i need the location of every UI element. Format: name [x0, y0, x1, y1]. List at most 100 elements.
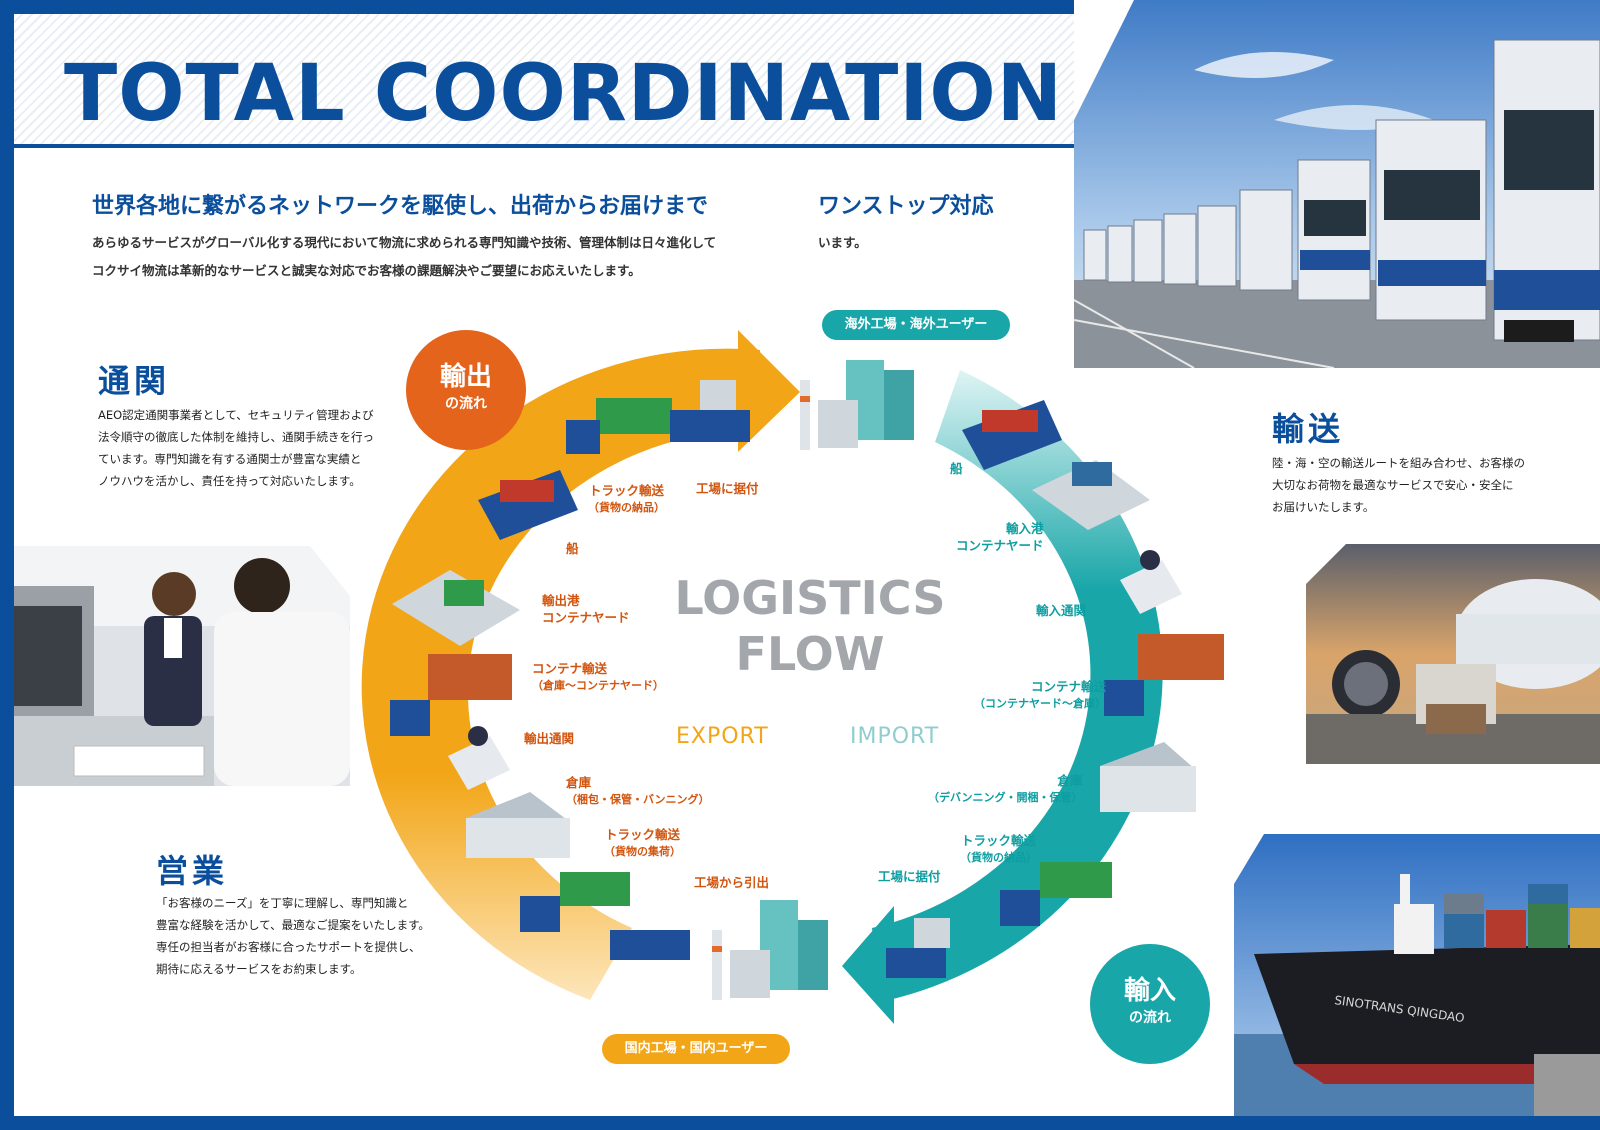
step-label: 輸出通関	[524, 731, 575, 746]
logistics-flow-title: LOGISTICS FLOW	[650, 570, 970, 682]
step-sub: （貨物の集荷）	[604, 845, 681, 858]
transport-line: 大切なお荷物を最適なサービスで安心・安全に	[1272, 478, 1514, 492]
import-step: 輸入港 コンテナヤード	[956, 520, 1044, 554]
headline-left: 世界各地に繋がるネットワークを駆使し、出荷からお届けまで	[92, 194, 709, 219]
frame-bottom	[0, 1116, 1600, 1130]
step-label: トラック輸送	[604, 827, 680, 842]
step-label: 工場に据付	[878, 869, 941, 884]
import-word: IMPORT	[850, 724, 940, 749]
headline-right: ワンストップ対応	[818, 194, 994, 219]
sales-line: 豊富な経験を活かして、最適なご提案をいたします。	[156, 918, 430, 932]
step-sub: （梱包・保管・バンニング）	[566, 793, 710, 806]
step-label: 船	[950, 461, 963, 476]
center-line-1: LOGISTICS	[674, 571, 946, 625]
export-pickup-truck-icon	[520, 872, 690, 960]
sales-line: 専任の担当者がお客様に合ったサポートを提供し、	[156, 940, 421, 954]
export-flow-badge: 輸出 の流れ	[406, 330, 526, 450]
intro-line-2: コクサイ物流は革新的なサービスと誠実な対応でお客様の課題解決やご要望にお応えいた…	[92, 263, 641, 278]
export-step: 船	[566, 540, 579, 557]
step-sub: コンテナヤード	[956, 538, 1044, 553]
sales-body: 「お客様のニーズ」を丁寧に理解し、専門知識と 豊富な経験を活かして、最適なご提案…	[156, 892, 430, 980]
export-port-icon	[392, 570, 520, 646]
export-step: 工場に据付	[696, 480, 759, 497]
transport-title: 輸送	[1272, 410, 1345, 448]
step-label: トラック輸送	[588, 483, 664, 498]
domestic-factory-icon	[712, 900, 828, 1000]
airplane-photo	[1306, 544, 1600, 764]
step-label: 工場に据付	[696, 481, 759, 496]
step-label: 輸入港	[1006, 521, 1044, 536]
import-step: 船	[950, 460, 963, 477]
sales-title: 営業	[156, 852, 229, 890]
import-badge-big: 輸入	[1123, 976, 1176, 1006]
transport-body: 陸・海・空の輸送ルートを組み合わせ、お客様の 大切なお荷物を最適なサービスで安心…	[1272, 452, 1525, 518]
truck-fleet-photo	[1074, 0, 1600, 368]
overseas-factory-icon	[800, 360, 914, 450]
import-arrow-head	[842, 906, 894, 1024]
intro-line-1: あらゆるサービスがグローバル化する現代において物流に求められる専門知識や技術、管…	[92, 235, 717, 250]
export-step: 輸出通関	[524, 730, 574, 747]
export-container-truck-icon	[390, 654, 512, 736]
customs-line: ノウハウを活かし、責任を持って対応いたします。	[98, 474, 361, 488]
step-sub: （倉庫〜コンテナヤード）	[532, 679, 664, 692]
step-label: トラック輸送	[960, 833, 1036, 848]
import-badge-small: の流れ	[1129, 1010, 1171, 1026]
export-ship-icon	[478, 470, 578, 540]
step-sub: （コンテナヤード〜倉庫）	[974, 697, 1106, 710]
step-label: 倉庫	[1057, 773, 1083, 788]
import-ship-icon	[962, 400, 1062, 470]
step-label: 倉庫	[566, 775, 592, 790]
export-warehouse-icon	[466, 792, 570, 858]
step-label: 輸入通関	[1036, 603, 1087, 618]
import-container-truck-icon	[1104, 634, 1224, 716]
step-sub: （デバンニング・開梱・保管）	[928, 791, 1083, 804]
transport-line: お届けいたします。	[1272, 500, 1375, 514]
customs-line: 法令順守の徹底した体制を維持し、通関手続きを行っ	[98, 430, 374, 444]
cargo-ship-photo: SINOTRANS QINGDAO	[1234, 834, 1600, 1116]
step-label: コンテナ輸送	[1030, 679, 1106, 694]
office-photo	[14, 546, 350, 786]
import-step: 輸入通関	[1036, 602, 1086, 619]
step-sub: （貨物の納品）	[588, 501, 665, 514]
customs-body: AEO認定通関事業者として、セキュリティ管理および 法令順守の徹底した体制を維持…	[98, 404, 374, 492]
export-step: 工場から引出	[694, 874, 769, 891]
export-arc	[361, 348, 760, 1000]
domestic-pill: 国内工場・国内ユーザー	[602, 1034, 790, 1064]
export-step: トラック輸送 （貨物の納品）	[588, 482, 665, 516]
export-truck-icon	[566, 380, 750, 454]
step-label: 船	[566, 541, 579, 556]
transport-line: 陸・海・空の輸送ルートを組み合わせ、お客様の	[1272, 456, 1525, 470]
import-step: コンテナ輸送 （コンテナヤード〜倉庫）	[974, 678, 1106, 712]
export-step: コンテナ輸送 （倉庫〜コンテナヤード）	[532, 660, 664, 694]
import-flow-badge: 輸入 の流れ	[1090, 944, 1210, 1064]
page-title: TOTAL COORDINATION	[64, 49, 1063, 139]
import-step: トラック輸送 （貨物の納品）	[960, 832, 1037, 866]
intro-line-1-tail: います。	[818, 235, 867, 250]
step-label: 工場から引出	[694, 875, 770, 890]
export-arrow-head	[738, 330, 800, 452]
import-warehouse-icon	[1100, 742, 1196, 812]
overseas-pill: 海外工場・海外ユーザー	[822, 310, 1010, 340]
step-sub: （貨物の納品）	[960, 851, 1037, 864]
step-label: 輸出港	[542, 593, 580, 608]
sales-line: 期待に応えるサービスをお約束します。	[156, 962, 362, 976]
export-word: EXPORT	[676, 724, 769, 749]
step-label: コンテナ輸送	[532, 661, 608, 676]
customs-line: ています。専門知識を有する通関士が豊富な実績と	[98, 452, 362, 466]
import-customs-icon	[1120, 550, 1182, 614]
export-customs-icon	[448, 726, 510, 790]
export-step: 倉庫 （梱包・保管・バンニング）	[566, 774, 710, 808]
frame-left	[0, 0, 14, 1130]
import-step: 倉庫 （デバンニング・開梱・保管）	[928, 772, 1083, 806]
import-delivery-truck-icon	[886, 862, 1112, 978]
center-line-2: FLOW	[735, 627, 885, 681]
export-badge-big: 輸出	[439, 362, 492, 392]
customs-title: 通関	[98, 362, 171, 400]
customs-line: AEO認定通関事業者として、セキュリティ管理および	[98, 408, 374, 422]
title-band: TOTAL COORDINATION	[14, 14, 1092, 148]
export-step: 輸出港 コンテナヤード	[542, 592, 630, 626]
import-port-icon	[1032, 460, 1150, 530]
export-step: トラック輸送 （貨物の集荷）	[604, 826, 681, 860]
import-step: 工場に据付	[878, 868, 941, 885]
